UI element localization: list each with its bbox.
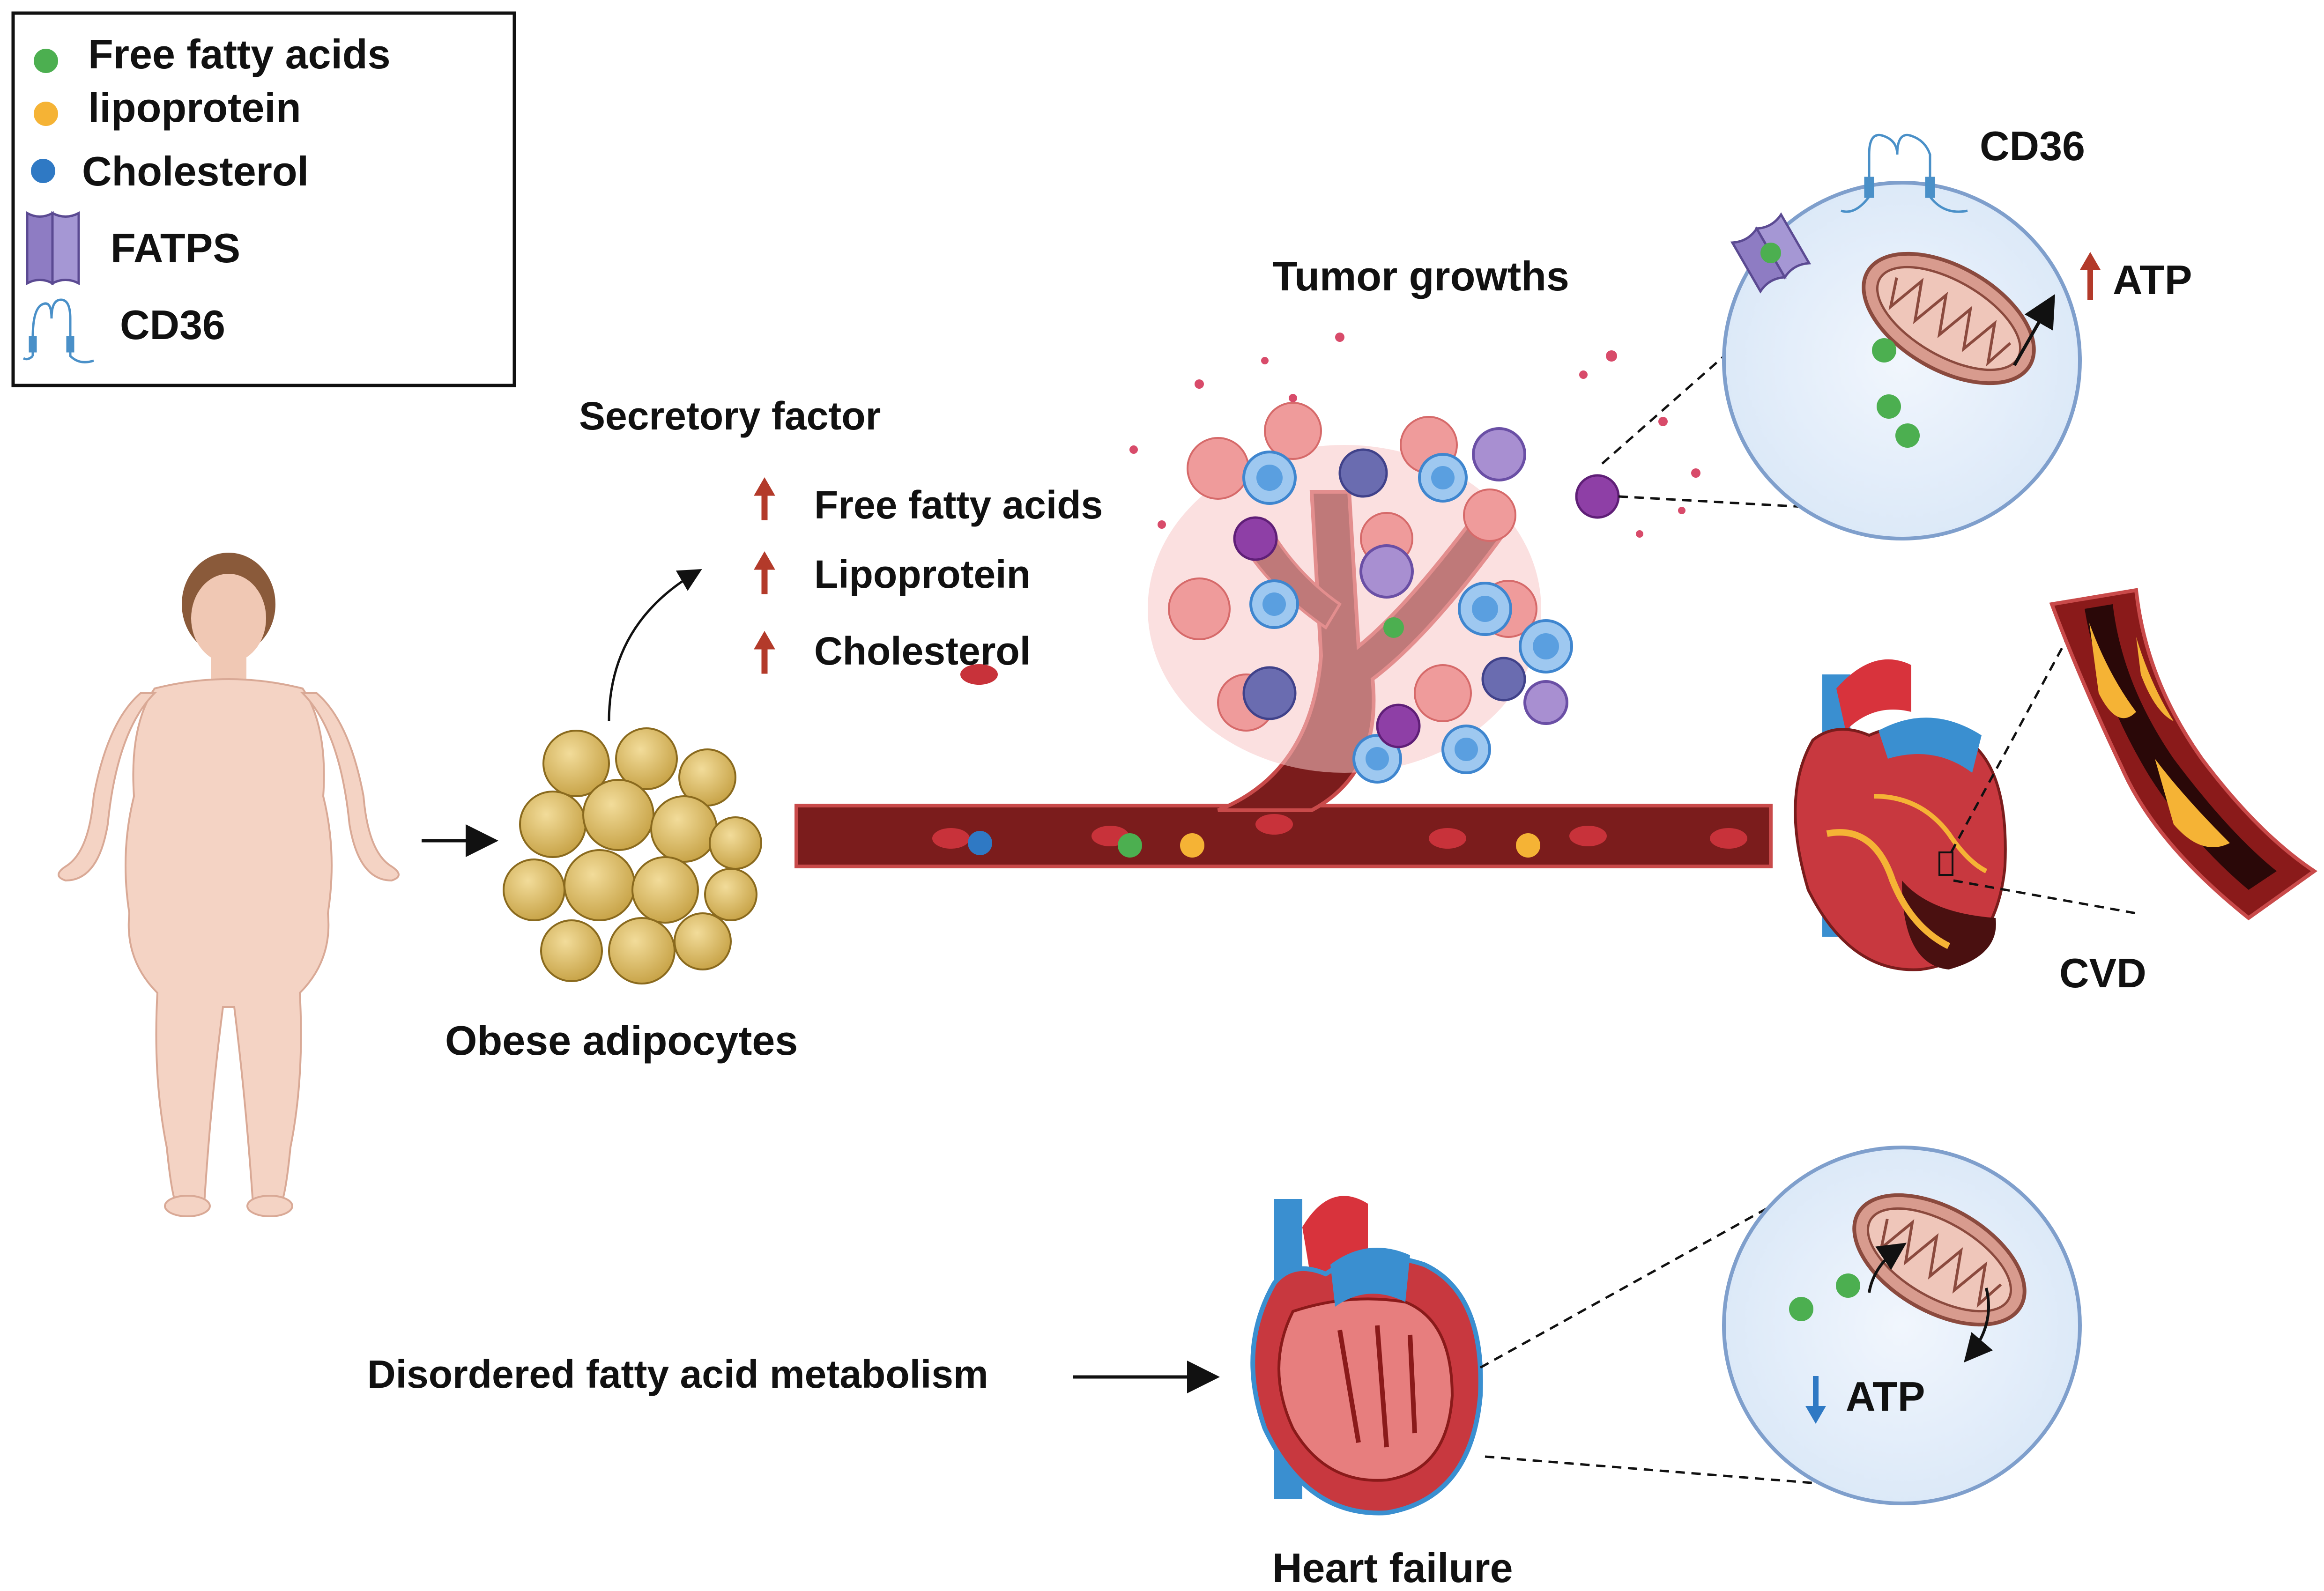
fatty-acid-particle bbox=[1789, 1297, 1813, 1321]
legend-label-lipoprotein: lipoprotein bbox=[88, 84, 301, 131]
cvd-label: CVD bbox=[2059, 950, 2146, 996]
mitochondrion-icon bbox=[1862, 252, 2036, 385]
up-arrow-icon bbox=[754, 631, 775, 674]
down-arrow-icon bbox=[1805, 1376, 1826, 1424]
fa-into-mito-arrow bbox=[1868, 1243, 1907, 1293]
fatty-acid-particle bbox=[1836, 1273, 1860, 1298]
artery-plaque-zoom bbox=[2049, 588, 2318, 921]
cd36-receptor-icon bbox=[22, 298, 94, 363]
zoom-line-cvd-upper bbox=[1950, 631, 2072, 853]
atp-up-label: ATP bbox=[2113, 257, 2192, 303]
mito-atp-arrow bbox=[1964, 1288, 1993, 1363]
green-dot-icon bbox=[34, 49, 58, 73]
legend-box bbox=[11, 11, 516, 387]
cd36-highlight-cell bbox=[1575, 474, 1620, 519]
cd36-label: CD36 bbox=[1980, 123, 2085, 169]
secretory-cholesterol: Cholesterol bbox=[814, 629, 1031, 673]
obese-adipocytes-label: Obese adipocytes bbox=[445, 1017, 798, 1064]
legend-label-cholesterol: Cholesterol bbox=[82, 148, 309, 194]
cd36-receptor-icon bbox=[1841, 134, 1968, 213]
blue-dot-icon bbox=[31, 159, 55, 183]
fatty-acid-particle bbox=[1383, 617, 1404, 638]
heart-failure-label: Heart failure bbox=[1272, 1545, 1513, 1591]
arrow-adipocytes-to-secretory bbox=[608, 569, 702, 722]
secretory-lipoprotein: Lipoprotein bbox=[814, 552, 1031, 596]
heart-failure-illustration bbox=[1250, 1196, 1483, 1516]
heart-cvd-illustration bbox=[1794, 659, 2007, 971]
heart-failure-cell-zoom bbox=[1722, 1146, 2082, 1505]
lipoprotein-particle bbox=[1180, 833, 1204, 858]
disordered-metabolism-label: Disordered fatty acid metabolism bbox=[367, 1352, 988, 1396]
legend-label-free-fatty-acids: Free fatty acids bbox=[88, 31, 391, 77]
tumor-mass bbox=[1129, 333, 1700, 784]
up-arrow-icon bbox=[754, 477, 775, 520]
secretory-free-fatty-acids: Free fatty acids bbox=[814, 483, 1103, 527]
cholesterol-particle bbox=[968, 831, 992, 855]
zoom-line-hf-upper bbox=[1479, 1179, 1819, 1369]
fatp-transporter-icon bbox=[26, 211, 80, 286]
adipocytes-cluster bbox=[503, 727, 762, 984]
fatty-acid-particle bbox=[1118, 833, 1142, 858]
orange-dot-icon bbox=[34, 102, 58, 126]
mitochondrion-icon bbox=[1852, 1193, 2027, 1327]
up-arrow-icon bbox=[754, 551, 775, 594]
atp-output-arrow bbox=[2012, 294, 2055, 366]
cd36-cell-zoom bbox=[1722, 134, 2101, 540]
legend-label-fatps: FATPS bbox=[111, 225, 241, 271]
atp-down-label: ATP bbox=[1846, 1373, 1925, 1420]
up-arrow-icons bbox=[754, 477, 775, 674]
lipoprotein-particle bbox=[1516, 833, 1540, 858]
fatty-acid-particle bbox=[1872, 338, 1896, 363]
secretory-factor-title: Secretory factor bbox=[579, 394, 881, 438]
fatp-transporter-icon bbox=[1730, 212, 1812, 294]
fatty-acid-particle bbox=[1877, 394, 1901, 419]
obese-person-figure bbox=[58, 553, 400, 1217]
fatty-acid-particle bbox=[1895, 423, 1920, 448]
legend-label-cd36: CD36 bbox=[120, 302, 225, 348]
tumor-growths-label: Tumor growths bbox=[1272, 253, 1569, 299]
up-arrow-icon bbox=[2080, 252, 2101, 300]
